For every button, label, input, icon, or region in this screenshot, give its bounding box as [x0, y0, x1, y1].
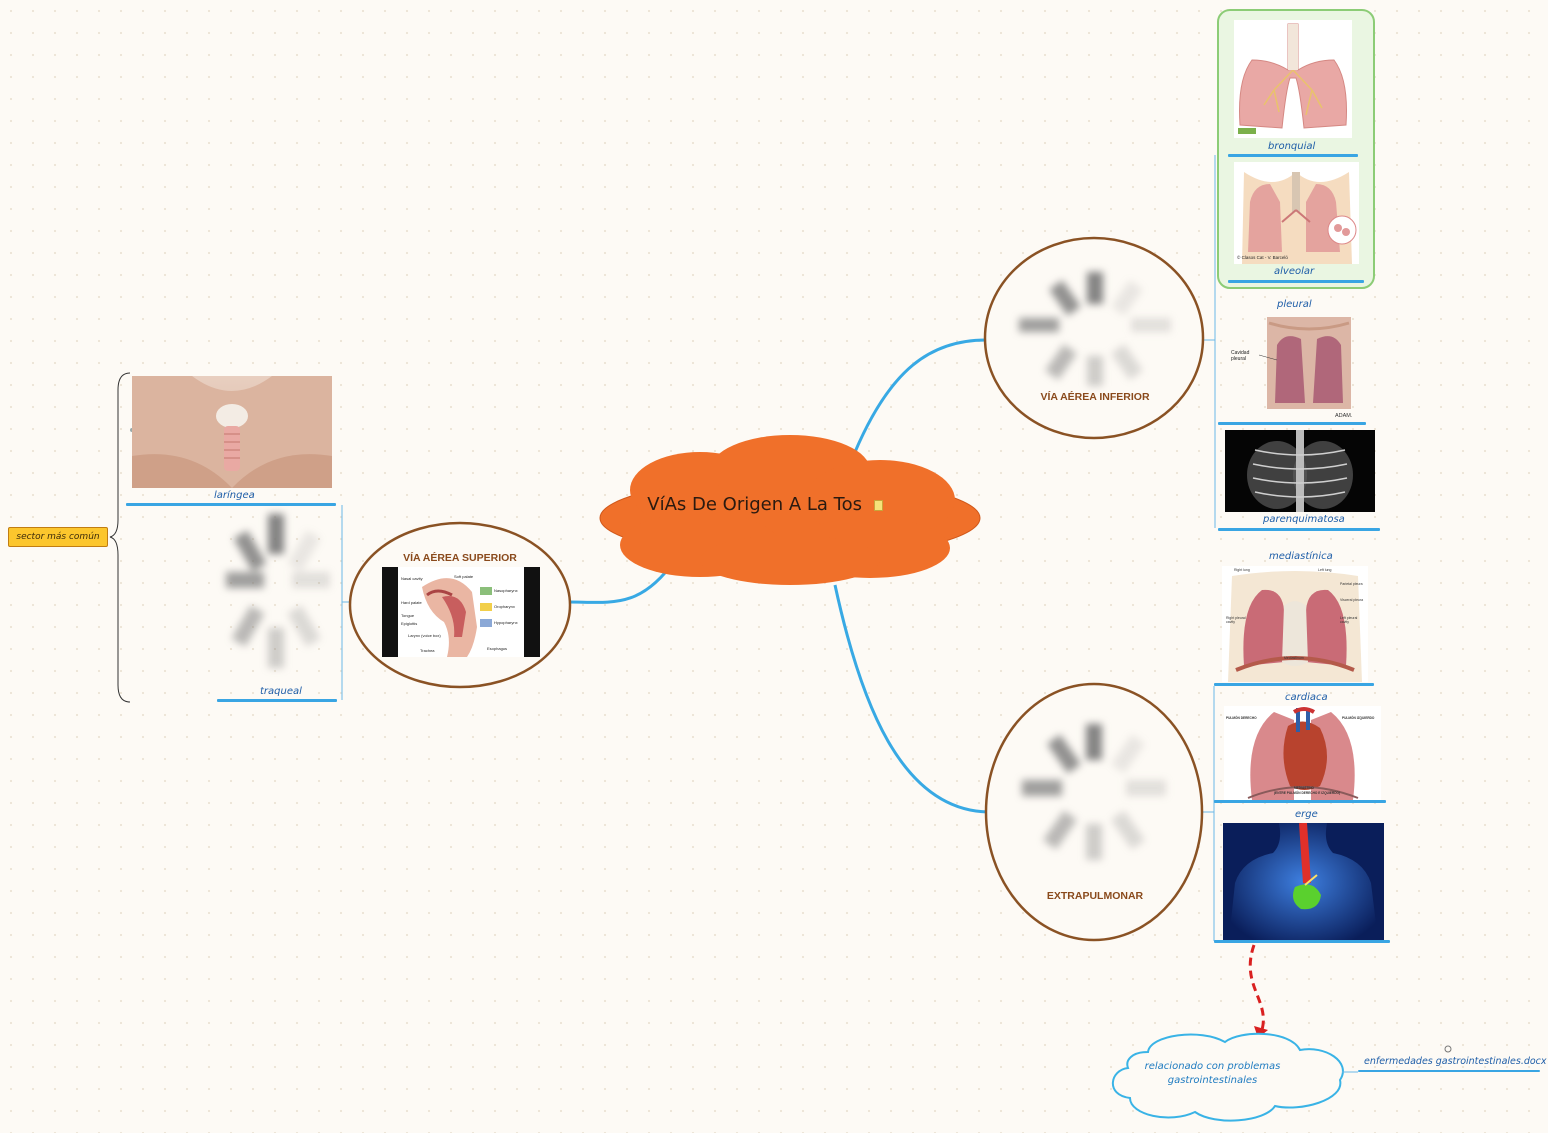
child-underline-traqueal: [217, 699, 337, 702]
label-left-lung: Left lung: [1318, 568, 1332, 572]
pleural-image-caption: Cavidad pleural: [1231, 350, 1250, 362]
label-parietal-pleura: Parietal pleura: [1340, 582, 1363, 586]
child-label-erge[interactable]: erge: [1295, 809, 1318, 820]
label-left-pleural-cavity: Left pleural cavity: [1340, 616, 1358, 624]
child-label-pleural[interactable]: pleural: [1277, 299, 1312, 310]
node-extra-title: EXTRAPULMONAR: [1046, 890, 1144, 902]
central-topic-text: VíAs De Origen A La Tos: [647, 494, 862, 515]
attachment-icon[interactable]: [1444, 1045, 1452, 1053]
label-nasal-cavity: Nasal cavity: [401, 576, 423, 581]
child-underline-bronquial: [1228, 154, 1358, 157]
connector-extra: [833, 584, 989, 814]
label-oropharynx: Oropharynx: [494, 604, 515, 609]
alveolar-image[interactable]: © Clasos Cat - V. Barceló: [1234, 162, 1359, 264]
child-underline-laringea: [126, 503, 336, 506]
note-icon[interactable]: [873, 499, 883, 511]
label-tongue: Tongue: [401, 613, 415, 618]
parenchymal-xray-image[interactable]: [1225, 430, 1375, 512]
connector-extra-children: [1200, 686, 1215, 941]
upper-airway-anatomy-image[interactable]: Nasal cavity Soft palate Hard palate Ton…: [382, 567, 540, 657]
mediastinal-image[interactable]: Right lung Left lung Parietal pleura Vis…: [1222, 566, 1368, 682]
label-visceral-pleura: Visceral pleura: [1340, 598, 1364, 602]
label-right-pleural-cavity: Right pleural cavity: [1226, 616, 1246, 624]
label-nasopharynx: Nasopharynx: [494, 588, 518, 593]
child-label-parenquimatosa[interactable]: parenquimatosa: [1263, 514, 1345, 525]
loading-spinner-icon: [226, 514, 330, 668]
pleural-image[interactable]: Cavidad pleural ADAM.: [1229, 315, 1362, 423]
node-upper-title: VÍA AÉREA SUPERIOR: [403, 552, 517, 564]
child-label-cardiaca[interactable]: cardiaca: [1285, 692, 1328, 703]
connector-lower-children: [1200, 155, 1216, 528]
relationship-arrow[interactable]: [1248, 944, 1265, 1031]
attachment-file-label[interactable]: enfermedades gastrointestinales.docx: [1364, 1056, 1547, 1067]
child-label-traqueal[interactable]: traqueal: [260, 686, 302, 697]
label-mediastino-desc: (ENTRE PULMÓN DERECHO E IZQUIERDO): [1274, 791, 1341, 795]
cardiac-image[interactable]: PULMÓN DERECHO PULMÓN IZQUIERDO MEDIASTI…: [1224, 706, 1381, 800]
pleural-image-credit: ADAM.: [1335, 413, 1353, 419]
label-pulmon-derecho: PULMÓN DERECHO: [1226, 716, 1257, 720]
node-lower-title: VÍA AÉREA INFERIOR: [1040, 391, 1150, 403]
summary-label[interactable]: sector más común: [8, 527, 108, 547]
child-underline-cardiaca: [1214, 800, 1386, 803]
gerd-image[interactable]: [1223, 823, 1384, 940]
label-epiglottis: Epiglottis: [401, 621, 418, 626]
loading-spinner-icon: [1019, 272, 1171, 386]
label-mediastino: MEDIASTINO: [1294, 786, 1315, 790]
laryngeal-image[interactable]: [132, 376, 332, 488]
label-hypopharynx: Hypopharynx: [494, 620, 518, 625]
child-underline-alveolar: [1228, 280, 1364, 283]
alveolar-image-caption: © Clasos Cat - V. Barceló: [1237, 255, 1288, 260]
child-underline-mediastinica: [1214, 683, 1374, 686]
central-topic-title[interactable]: VíAs De Origen A La Tos: [640, 494, 890, 515]
loading-spinner-icon: [1022, 724, 1166, 860]
relationship-topic-text[interactable]: relacionado con problemas gastrointestin…: [1144, 1061, 1281, 1086]
label-right-lung: Right lung: [1234, 568, 1250, 572]
label-trachea: Trachea: [420, 648, 435, 653]
child-label-bronquial[interactable]: bronquial: [1268, 141, 1316, 152]
label-esophagus: Esophagus: [487, 646, 508, 651]
label-hard-palate: Hard palate: [401, 600, 422, 605]
gi-cloud[interactable]: [1111, 1032, 1344, 1122]
child-label-alveolar[interactable]: alveolar: [1274, 266, 1315, 277]
connector-lower: [853, 338, 987, 453]
node-extra[interactable]: [984, 682, 1204, 942]
attachment-underline: [1358, 1070, 1540, 1072]
label-mediastinum: Mediastinum: [1284, 656, 1304, 660]
child-label-mediastinica[interactable]: mediastínica: [1269, 551, 1333, 562]
child-label-laringea[interactable]: laríngea: [214, 490, 255, 501]
label-pulmon-izquierdo: PULMÓN IZQUIERDO: [1342, 716, 1375, 720]
label-soft-palate: Soft palate: [454, 574, 474, 579]
child-underline-pleural: [1218, 422, 1366, 425]
label-larynx: Larynx (voice box): [408, 633, 441, 638]
connector-upper: [567, 559, 677, 604]
summary-brace: [109, 372, 131, 703]
child-underline-erge: [1214, 940, 1390, 943]
bronchial-image[interactable]: [1234, 20, 1352, 138]
node-lower[interactable]: [983, 236, 1205, 440]
child-underline-parenquimatosa: [1218, 528, 1380, 531]
connector-upper-children: [341, 505, 350, 700]
